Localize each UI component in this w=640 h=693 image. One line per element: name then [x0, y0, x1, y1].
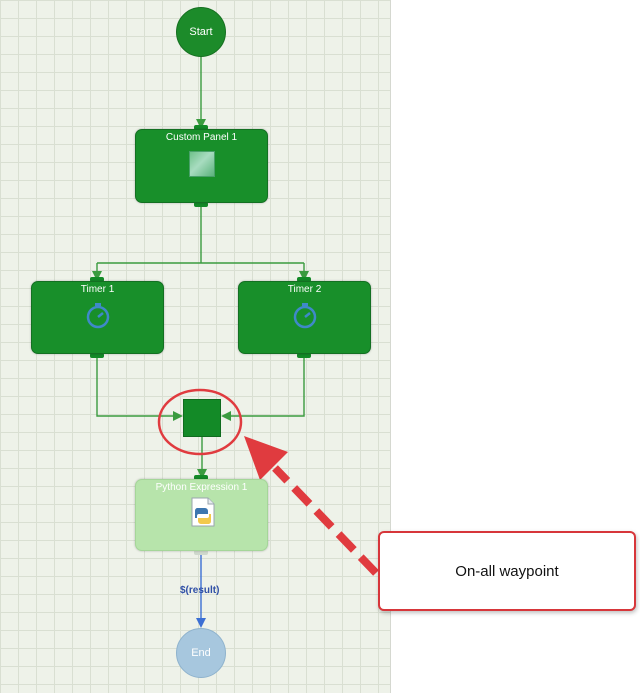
end-node[interactable]: End [176, 628, 226, 678]
edge-result-label: $(result) [180, 585, 220, 596]
timer1-node[interactable]: Timer 1 [31, 281, 164, 354]
custom-panel-title: Custom Panel 1 [165, 132, 238, 143]
panel-icon [189, 151, 215, 177]
python-icon [191, 497, 215, 527]
edge-timer1-to-waypoint [96, 356, 183, 421]
callout-arrow-line [272, 465, 379, 576]
python-expression-title: Python Expression 1 [155, 482, 248, 493]
callout-arrow-head [244, 436, 288, 480]
port-tab [194, 475, 208, 480]
port-tab [297, 277, 311, 282]
waypoint-highlight-circle [157, 388, 243, 456]
callout-text: On-all waypoint [455, 562, 559, 580]
start-node[interactable]: Start [176, 7, 226, 57]
port-tab [194, 125, 208, 130]
end-label: End [191, 647, 211, 659]
timer2-node[interactable]: Timer 2 [238, 281, 371, 354]
start-label: Start [189, 26, 213, 38]
port-tab [297, 353, 311, 358]
timer-icon [293, 303, 317, 329]
timer2-title: Timer 2 [287, 284, 322, 295]
edge-timer2-to-waypoint [221, 356, 305, 421]
custom-panel-node[interactable]: Custom Panel 1 [135, 129, 268, 203]
on-all-waypoint-node[interactable] [183, 399, 221, 437]
callout-box: On-all waypoint [378, 531, 636, 611]
port-tab [194, 202, 208, 207]
port-tab [90, 353, 104, 358]
port-tab [194, 550, 208, 555]
port-tab [90, 277, 104, 282]
timer-icon [86, 303, 110, 329]
python-expression-node[interactable]: Python Expression 1 [135, 479, 268, 551]
timer1-title: Timer 1 [80, 284, 115, 295]
